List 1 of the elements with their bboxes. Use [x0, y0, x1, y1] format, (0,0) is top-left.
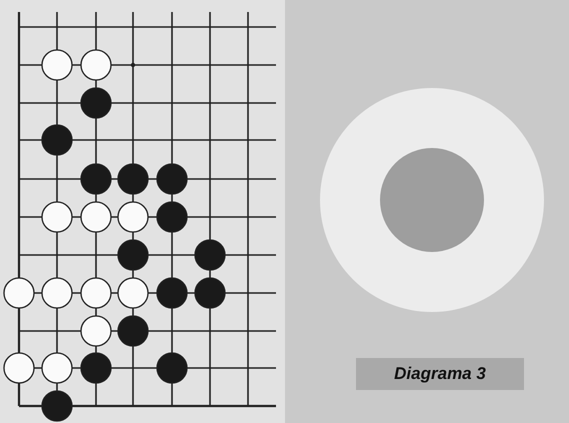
diagram-caption: Diagrama 3: [356, 358, 524, 390]
